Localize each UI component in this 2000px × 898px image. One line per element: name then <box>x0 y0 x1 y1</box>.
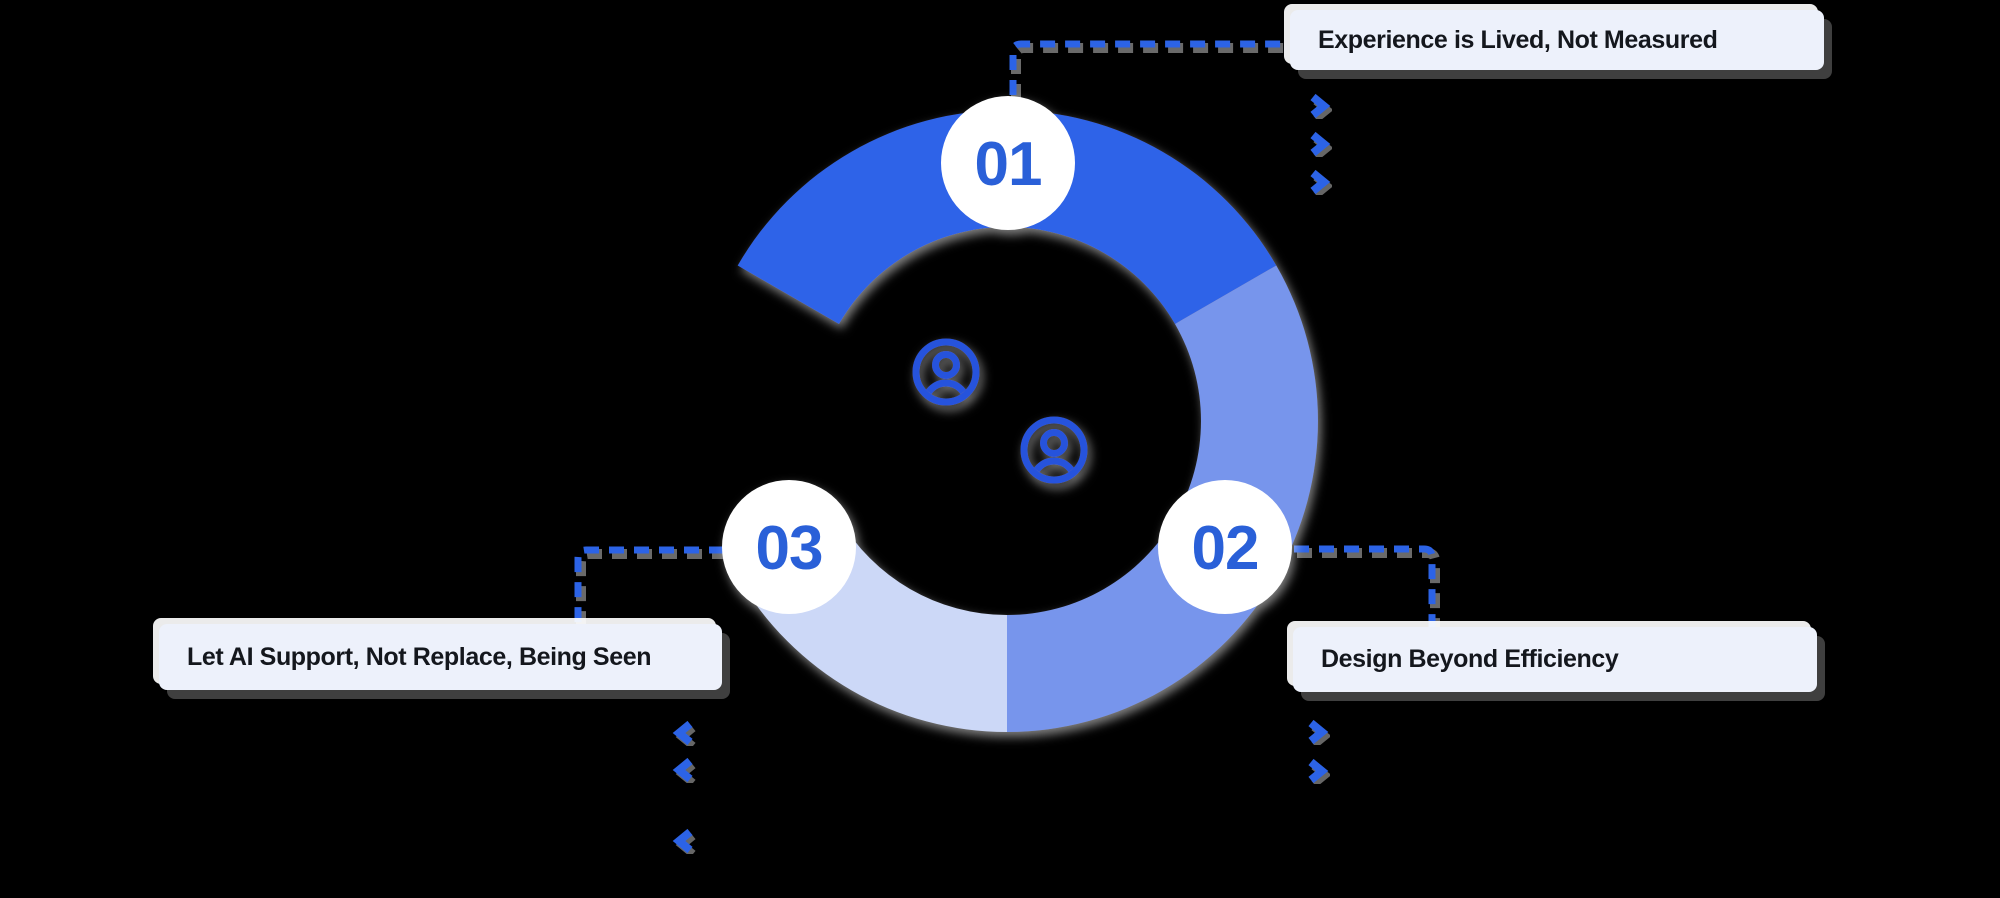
step1-label: Experience is Lived, Not Measured <box>1290 10 1824 70</box>
chevron-left-icon <box>672 828 696 854</box>
chevron-left-icon <box>672 757 696 783</box>
step-badge-01: 01 <box>941 96 1075 230</box>
segment-02 <box>1007 265 1318 732</box>
badge-circle <box>941 96 1075 230</box>
badge-number: 03 <box>756 514 823 583</box>
connector-step2-shadow <box>1297 548 1440 632</box>
step3-bullet-chevrons <box>671 720 697 854</box>
chevron-right-icon <box>1308 758 1330 784</box>
connector-step1 <box>1009 40 1288 95</box>
connector-step3-shadow <box>576 549 727 632</box>
badge-number: 02 <box>1192 514 1259 583</box>
user-icon <box>1020 416 1088 484</box>
step-badge-03: 03 <box>722 480 856 614</box>
step2-label: Design Beyond Efficiency <box>1293 627 1817 692</box>
connector-step2 <box>1294 545 1436 628</box>
connector-step3 <box>574 546 724 628</box>
badge-circle <box>1158 480 1292 614</box>
step3-label: Let AI Support, Not Replace, Being Seen <box>159 624 722 690</box>
chevron-left-icon <box>672 720 696 746</box>
user-icon <box>912 338 980 406</box>
chevron-right-icon <box>1308 719 1330 745</box>
connector-lines <box>574 40 1440 632</box>
step-badge-02: 02 <box>1158 480 1292 614</box>
step2-bullet-chevrons <box>1304 719 1330 784</box>
badge-number: 01 <box>975 130 1042 199</box>
badge-circle <box>722 480 856 614</box>
chevron-right-icon <box>1310 169 1332 195</box>
chevron-right-icon <box>1310 93 1332 119</box>
chevron-right-icon <box>1310 131 1332 157</box>
step1-bullet-chevrons <box>1306 93 1332 195</box>
connector-step1-shadow <box>1011 43 1291 99</box>
